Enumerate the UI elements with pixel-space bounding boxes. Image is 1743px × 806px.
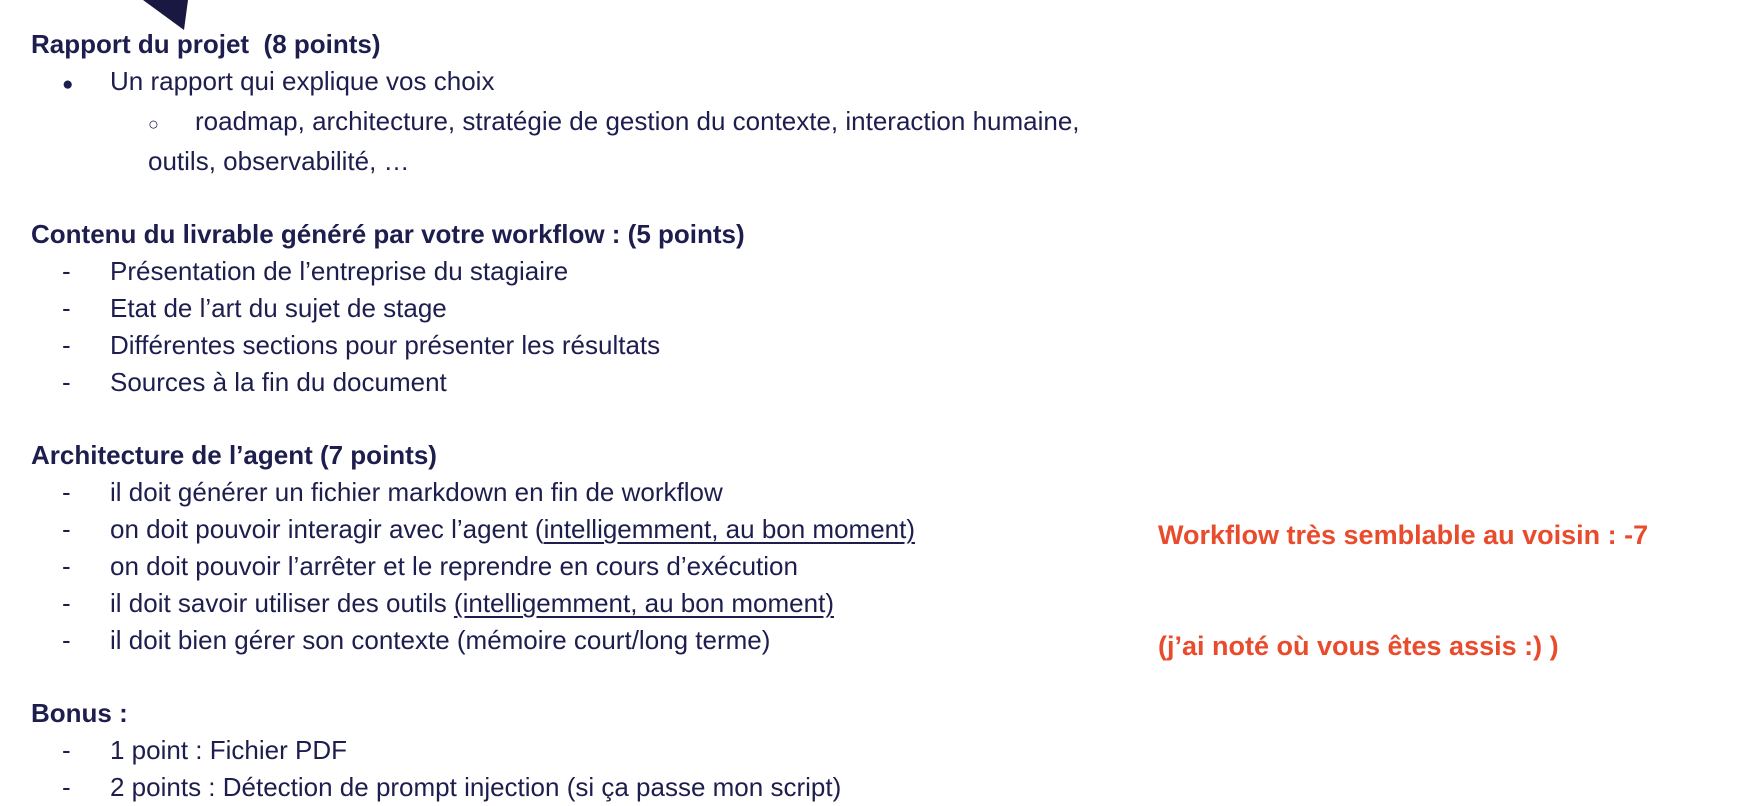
list-item: - Différentes sections pour présenter les… [31, 327, 1131, 364]
grader-annotation: Workflow très semblable au voisin : -7 (… [1158, 443, 1718, 702]
list-item: ● Un rapport qui explique vos choix [31, 63, 1131, 103]
dash-bullet-marker: - [62, 772, 71, 802]
item-text: il doit savoir utiliser des outils [110, 588, 454, 618]
item-text: Etat de l’art du sujet de stage [110, 293, 447, 323]
dash-bullet-marker: - [62, 367, 71, 397]
slide-body: Rapport du projet (8 points) ● Un rapport … [31, 26, 1131, 806]
item-text: 1 point : Fichier PDF [110, 735, 347, 765]
dash-bullet-marker: - [62, 330, 71, 360]
item-text: on doit pouvoir l’arrêter et le reprendr… [110, 551, 798, 581]
grader-annotation-line2: (j’ai noté où vous êtes assis :) ) [1158, 631, 1559, 661]
section-heading: Bonus : [31, 698, 128, 728]
item-text: il doit bien gérer son contexte (mémoire… [110, 625, 771, 655]
content-section: Contenu du livrable généré par votre wor… [31, 216, 1131, 401]
content-section: Rapport du projet (8 points) ● Un rapport … [31, 26, 1131, 180]
item-text: 2 points : Détection de prompt injection… [110, 772, 842, 802]
list-item: - il doit générer un fichier markdown en … [31, 474, 1131, 511]
dash-bullet-marker: - [62, 735, 71, 765]
dash-bullet-marker: - [62, 256, 71, 286]
item-text: on doit pouvoir interagir avec l’agent ( [110, 514, 544, 544]
dash-bullet-marker: - [62, 551, 71, 581]
circle-bullet-marker: ○ [148, 114, 159, 134]
dash-bullet-marker: - [62, 293, 71, 323]
content-section: Architecture de l’agent (7 points) - il do… [31, 437, 1131, 659]
item-text: Un rapport qui explique vos choix [110, 66, 495, 96]
item-text: Différentes sections pour présenter les … [110, 330, 661, 360]
triangle-shape [143, 0, 188, 30]
item-text: Présentation de l’entreprise du stagiair… [110, 256, 569, 286]
list-item: - on doit pouvoir l’arrêter et le reprend… [31, 548, 1131, 585]
dash-bullet-marker: - [62, 477, 71, 507]
list-item: - Etat de l’art du sujet de stage [31, 290, 1131, 327]
list-item: - Présentation de l’entreprise du stagiai… [31, 253, 1131, 290]
list-item: - on doit pouvoir interagir avec l’agent … [31, 511, 1131, 548]
list-item: - Sources à la fin du document [31, 364, 1131, 401]
dash-bullet-marker: - [62, 588, 71, 618]
section-heading: Contenu du livrable généré par votre wor… [31, 219, 745, 249]
section-heading: Architecture de l’agent (7 points) [31, 440, 437, 470]
item-text: Sources à la fin du document [110, 367, 447, 397]
dash-bullet-marker: - [62, 514, 71, 544]
triangle-polygon [143, 0, 188, 30]
list-item: ○roadmap, architecture, stratégie de ges… [31, 103, 1131, 180]
disc-bullet-marker: ● [62, 74, 74, 95]
grader-annotation-line1: Workflow très semblable au voisin : -7 [1158, 520, 1649, 550]
section-heading: Rapport du projet (8 points) [31, 29, 381, 59]
item-text: il doit générer un fichier markdown en f… [110, 477, 723, 507]
list-item: - 2 points : Détection de prompt injectio… [31, 769, 1131, 806]
item-text-underlined: intelligemment, au bon moment) [543, 514, 915, 544]
item-text-underlined: (intelligemment, au bon moment) [453, 588, 834, 618]
content-section: Bonus : - 1 point : Fichier PDF - 2 points :… [31, 695, 1131, 806]
list-item: - il doit savoir utiliser des outils (int… [31, 585, 1131, 622]
dash-bullet-marker: - [62, 625, 71, 655]
item-text: roadmap, architecture, stratégie de gest… [148, 106, 1087, 176]
list-item: - 1 point : Fichier PDF [31, 732, 1131, 769]
list-item: - il doit bien gérer son contexte (mémoir… [31, 622, 1131, 659]
